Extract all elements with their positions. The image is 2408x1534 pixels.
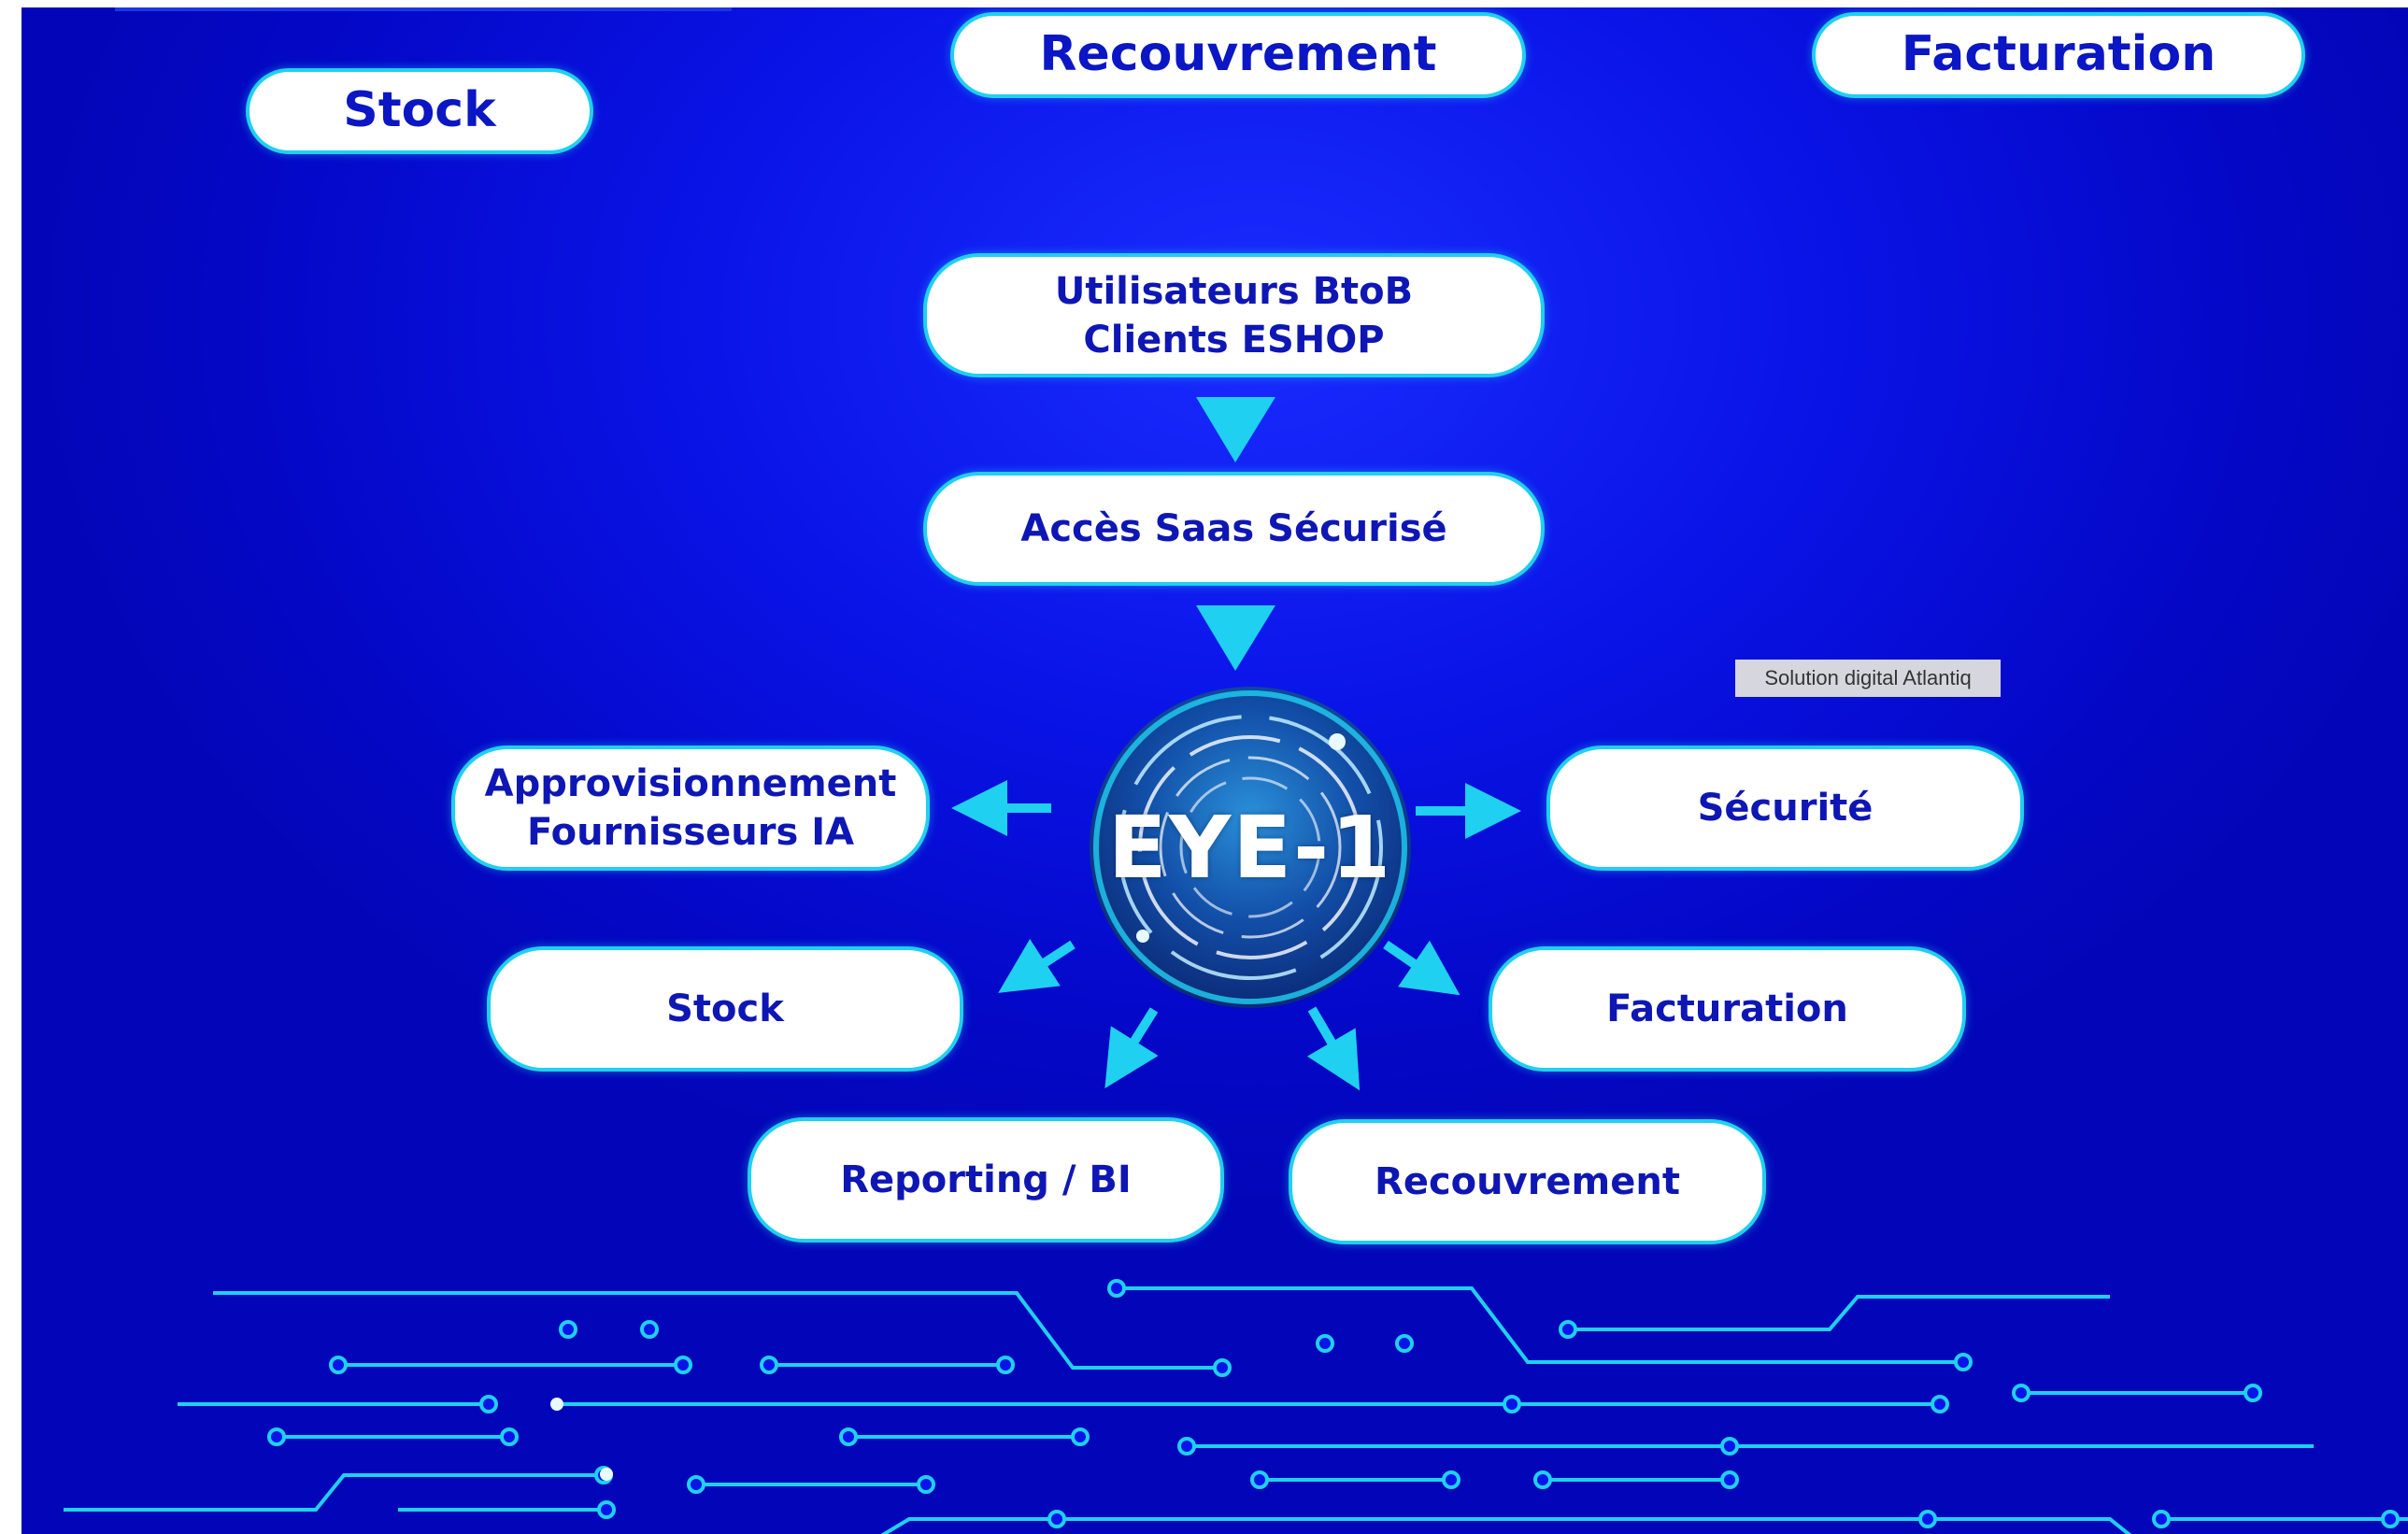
users-line-1: Utilisateurs BtoB xyxy=(1054,269,1414,313)
arrow-down-icon xyxy=(1196,397,1275,462)
center-logo: EYE-1 xyxy=(1087,684,1414,1011)
stock-box: Stock xyxy=(487,946,963,1072)
circuit-nodes-icon xyxy=(267,1279,2400,1528)
arrow-down-icon xyxy=(1196,605,1275,671)
diagram-canvas: Stock Recouvrement Facturation Utilisate… xyxy=(21,7,2408,1534)
facturation-box: Facturation xyxy=(1489,946,1966,1072)
tooltip: Solution digital Atlantiq xyxy=(1735,660,2001,697)
center-logo-text: EYE-1 xyxy=(1107,797,1393,898)
arrow-to-stock xyxy=(998,939,1076,993)
securite-box: Sécurité xyxy=(1546,746,2024,871)
circuit-glow-icon xyxy=(550,1398,563,1411)
circuit-ring-logo-icon xyxy=(1090,687,1411,1008)
top-label-recouvrement: Recouvrement xyxy=(950,12,1526,98)
arrow-to-recouvrement xyxy=(1306,1006,1361,1091)
approvisionnement-box: Approvisionnement Fournisseurs IA xyxy=(451,746,930,871)
top-strip xyxy=(115,7,732,11)
circuit-lines-icon xyxy=(64,1286,2408,1534)
reporting-box: Reporting / BI xyxy=(748,1117,1224,1243)
access-box: Accès Saas Sécurisé xyxy=(923,472,1545,586)
tooltip-text: Solution digital Atlantiq xyxy=(1764,666,1972,689)
top-label-facturation: Facturation xyxy=(1812,12,2305,98)
top-label-stock: Stock xyxy=(246,68,593,154)
arrow-to-facturation xyxy=(1383,940,1460,996)
users-box: Utilisateurs BtoB Clients ESHOP xyxy=(923,253,1545,377)
facturation-text: Facturation xyxy=(1606,987,1848,1030)
approvisionnement-line-1: Approvisionnement xyxy=(484,762,897,805)
top-label-facturation-text: Facturation xyxy=(1901,26,2216,83)
arrow-to-reporting xyxy=(1104,1007,1159,1088)
circuit-glow-icon xyxy=(600,1468,613,1481)
recouvrement-box: Recouvrement xyxy=(1289,1119,1766,1244)
recouvrement-text: Recouvrement xyxy=(1375,1160,1680,1203)
securite-text: Sécurité xyxy=(1697,787,1874,830)
connector-layer xyxy=(64,397,2408,1534)
approvisionnement-line-2: Fournisseurs IA xyxy=(526,811,855,854)
access-text: Accès Saas Sécurisé xyxy=(1020,507,1447,550)
top-label-stock-text: Stock xyxy=(343,82,496,139)
stock-text: Stock xyxy=(666,987,784,1030)
top-label-recouvrement-text: Recouvrement xyxy=(1039,26,1437,83)
reporting-text: Reporting / BI xyxy=(840,1158,1132,1201)
users-line-2: Clients ESHOP xyxy=(1083,318,1385,362)
